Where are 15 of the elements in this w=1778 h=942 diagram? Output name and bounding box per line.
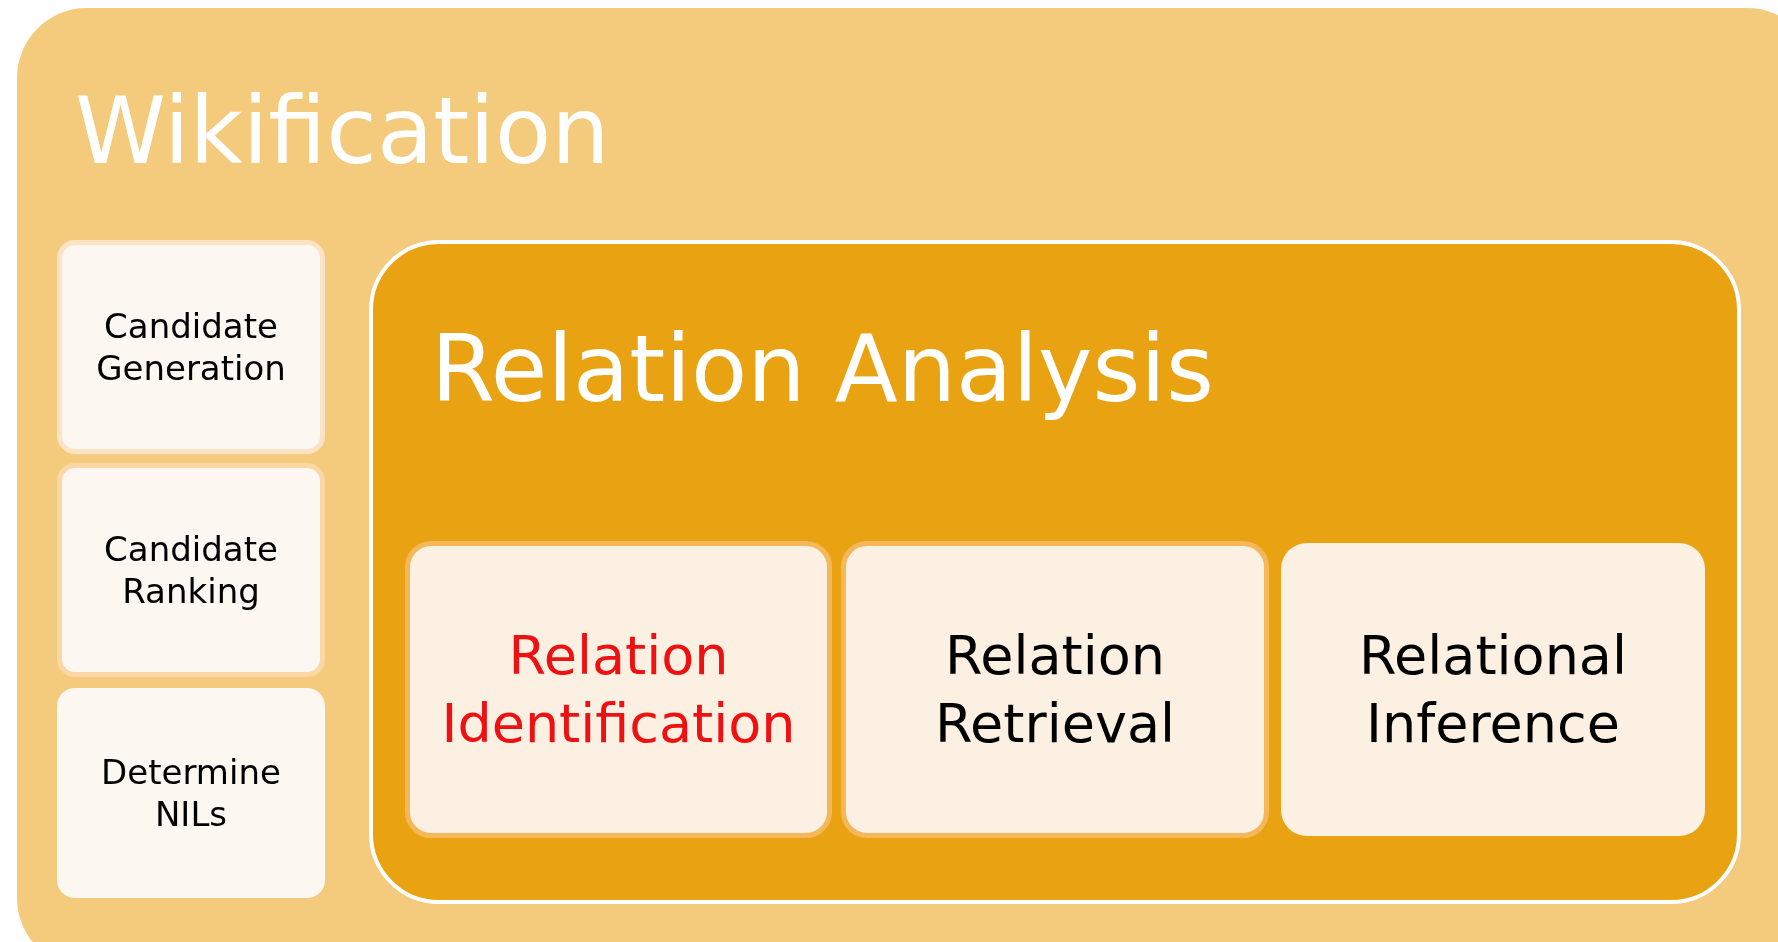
group-panel bbox=[369, 240, 1741, 904]
box-label: Candidate Ranking bbox=[103, 527, 279, 613]
process-box bbox=[57, 240, 325, 454]
group-title: Wikification bbox=[75, 86, 610, 178]
process-box bbox=[841, 541, 1269, 838]
process-box bbox=[57, 688, 325, 898]
process-box bbox=[405, 541, 832, 838]
process-box bbox=[1281, 543, 1705, 836]
box-label: Relation Identification bbox=[440, 623, 797, 757]
box-label: Determine NILs bbox=[100, 750, 282, 836]
process-box bbox=[57, 463, 325, 677]
box-label: Candidate Generation bbox=[95, 304, 287, 390]
group-panel bbox=[17, 8, 1778, 942]
box-label: Relational Inference bbox=[1358, 623, 1628, 757]
box-label: Relation Retrieval bbox=[934, 623, 1176, 757]
